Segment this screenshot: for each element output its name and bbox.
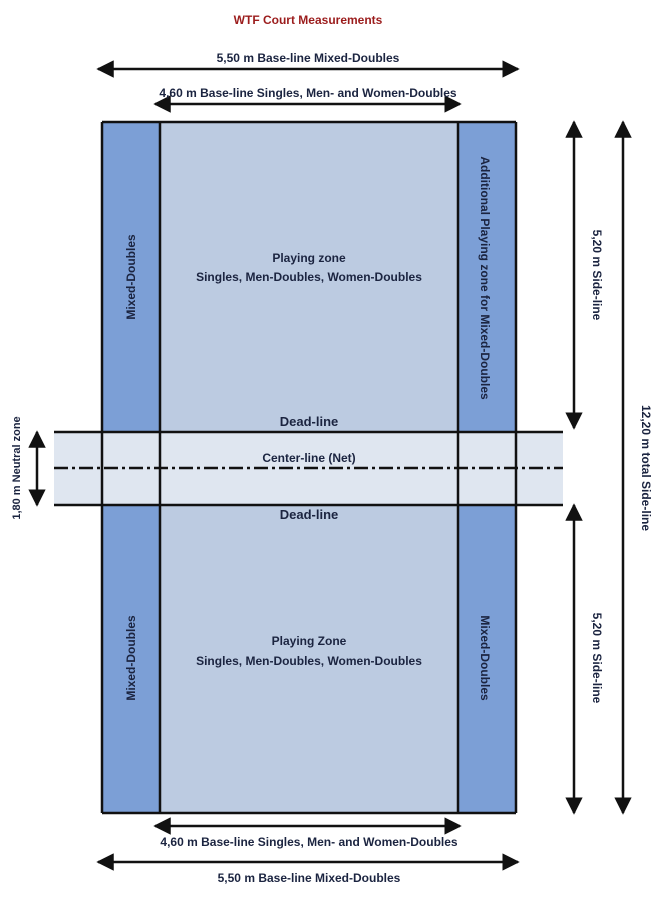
- center-line-label: Center-line (Net): [262, 451, 355, 465]
- neutral-zone-label: 1,80 m Neutral zone: [11, 416, 23, 519]
- bottom-inner-dimension-label: 4,60 m Base-line Singles, Men- and Women…: [160, 835, 458, 849]
- lower-right-zone-label: Mixed-Doubles: [478, 615, 492, 701]
- playing-zone-lower: [160, 505, 458, 813]
- lower-main-zone-subtitle: Singles, Men-Doubles, Women-Doubles: [196, 654, 422, 668]
- dead-line-upper-label: Dead-line: [280, 414, 339, 429]
- upper-side-line-label: 5,20 m Side-line: [590, 230, 604, 321]
- lower-main-zone-title: Playing Zone: [272, 634, 347, 648]
- top-inner-dimension-label: 4,60 m Base-line Singles, Men- and Women…: [159, 86, 457, 100]
- lower-left-zone-label: Mixed-Doubles: [124, 615, 138, 701]
- total-side-line-label: 12,20 m total Side-line: [639, 405, 653, 531]
- top-outer-dimension-label: 5,50 m Base-line Mixed-Doubles: [217, 51, 400, 65]
- dead-line-lower-label: Dead-line: [280, 507, 339, 522]
- bottom-outer-dimension-label: 5,50 m Base-line Mixed-Doubles: [218, 871, 401, 885]
- playing-zone-upper: [160, 122, 458, 432]
- diagram-title: WTF Court Measurements: [234, 13, 383, 27]
- mixed-doubles-zone-upper-right: [458, 122, 516, 432]
- mixed-doubles-zone-upper-left: [102, 122, 160, 432]
- upper-left-zone-label: Mixed-Doubles: [124, 234, 138, 320]
- mixed-doubles-zone-lower-right: [458, 505, 516, 813]
- upper-main-zone-subtitle: Singles, Men-Doubles, Women-Doubles: [196, 270, 422, 284]
- upper-right-zone-label: Additional Playing zone for Mixed-Double…: [478, 156, 492, 400]
- mixed-doubles-zone-lower-left: [102, 505, 160, 813]
- upper-main-zone-title: Playing zone: [272, 251, 346, 265]
- lower-side-line-label: 5,20 m Side-line: [590, 613, 604, 704]
